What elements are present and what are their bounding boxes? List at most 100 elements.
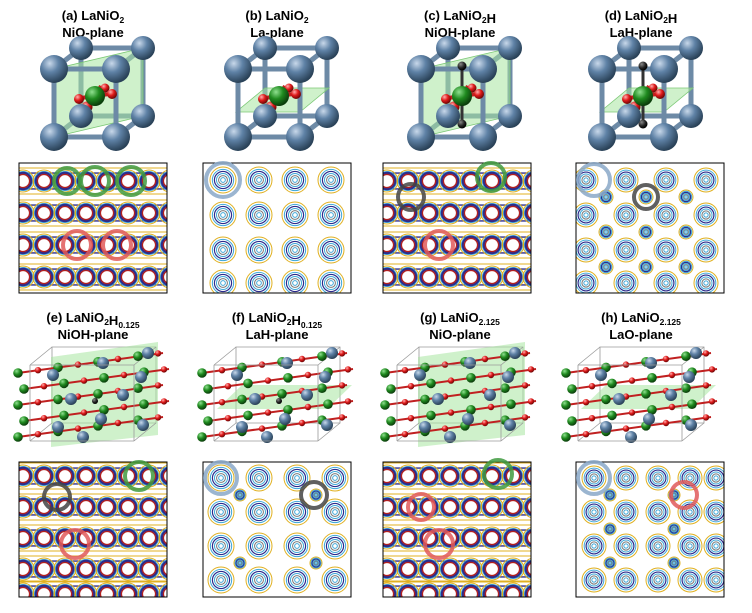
- oxygen-atom: [401, 367, 409, 374]
- structure-f: [197, 346, 354, 443]
- highlight-circle: [482, 458, 514, 490]
- lanthanum-atom: [236, 421, 248, 433]
- panel-title-f: (f) LaNiO2H0.125: [232, 310, 323, 330]
- lanthanum-atom: [679, 104, 703, 128]
- lanthanum-atom: [469, 123, 497, 151]
- oxygen-atom: [224, 383, 232, 390]
- nickel-atom: [13, 400, 23, 410]
- nickel-atom: [386, 416, 396, 426]
- oxygen-atom: [708, 366, 716, 373]
- nickel-atom: [681, 383, 691, 394]
- panel-subtitle-c: NiOH-plane: [425, 25, 496, 40]
- lanthanum-atom: [131, 104, 155, 128]
- lanthanum-atom: [436, 36, 460, 60]
- lanthanum-atom: [65, 393, 77, 405]
- oxygen-atom: [298, 419, 306, 427]
- highlight-circle: [576, 162, 612, 198]
- oxygen-atom: [447, 409, 455, 416]
- oxygen-atom: [344, 398, 352, 405]
- panel-subtitle-d: LaH-plane: [610, 25, 673, 40]
- oxygen-atom: [298, 355, 306, 363]
- lanthanum-atom: [95, 413, 107, 425]
- panel-subtitle-a: NiO-plane: [62, 25, 123, 40]
- highlight-circle: [79, 165, 111, 197]
- lanthanum-atom: [595, 369, 607, 381]
- lanthanum-atom: [464, 357, 476, 369]
- oxygen-atom: [407, 383, 415, 390]
- map-frame: [18, 162, 168, 294]
- nickel-atom: [506, 399, 516, 410]
- lanthanum-atom: [315, 104, 339, 128]
- lanthanum-atom: [231, 369, 243, 381]
- lanthanum-atom: [224, 123, 252, 151]
- lanthanum-atom: [617, 104, 641, 128]
- nickel-atom: [687, 399, 697, 410]
- structure-c: [407, 36, 522, 151]
- highlight-circle: [423, 528, 455, 560]
- lanthanum-atom: [137, 419, 149, 431]
- nickel-atom: [380, 432, 390, 442]
- lanthanum-atom: [77, 431, 89, 443]
- lanthanum-atom: [279, 413, 291, 425]
- oxygen-atom: [582, 431, 590, 438]
- map-frame: [202, 162, 352, 294]
- lanthanum-atom: [261, 431, 273, 443]
- nickel-atom: [93, 389, 103, 399]
- lanthanum-atom: [286, 55, 314, 83]
- nickel-atom: [269, 86, 289, 106]
- highlight-circle: [423, 229, 455, 261]
- highlight-circle: [101, 229, 133, 261]
- oxygen-atom: [521, 414, 529, 421]
- panel-subtitle-h: LaO-plane: [609, 327, 673, 342]
- contour-map-a: [18, 162, 168, 294]
- nickel-atom: [133, 351, 143, 362]
- nickel-atom: [426, 378, 436, 389]
- contour-map-h: [575, 460, 725, 598]
- nickel-atom: [203, 416, 213, 426]
- nickel-atom: [85, 86, 105, 106]
- lanthanum-atom: [588, 123, 616, 151]
- structure-b: [224, 36, 339, 151]
- oxygen-atom: [40, 415, 48, 422]
- oxygen-atom: [668, 403, 676, 411]
- oxygen-atom: [521, 382, 529, 389]
- oxygen-atom: [582, 399, 590, 406]
- contour-map-b: [202, 161, 352, 294]
- highlight-circle: [203, 460, 239, 496]
- oxygen-atom: [34, 399, 42, 406]
- oxygen-atom: [527, 366, 535, 373]
- panel-title-e: (e) LaNiO2H0.125: [46, 310, 139, 330]
- nickel-atom: [243, 410, 253, 421]
- oxygen-atom: [481, 419, 489, 427]
- nickel-atom: [380, 400, 390, 410]
- oxygen-atom: [702, 382, 710, 389]
- lanthanum-atom: [509, 347, 521, 359]
- oxygen-atom: [114, 355, 122, 363]
- lanthanum-atom: [683, 371, 695, 383]
- contour-map-c: [382, 161, 532, 294]
- oxygen-atom: [401, 431, 409, 438]
- oxygen-atom: [702, 414, 710, 421]
- highlight-circle: [123, 460, 155, 492]
- nickel-atom: [380, 368, 390, 378]
- map-frame: [382, 162, 532, 294]
- lanthanum-atom: [249, 393, 261, 405]
- oxygen-atom: [441, 94, 451, 104]
- lanthanum-atom: [253, 104, 277, 128]
- oxygen-atom: [154, 350, 162, 357]
- lanthanum-atom: [40, 55, 68, 83]
- oxygen-atom: [481, 355, 489, 363]
- nickel-atom: [237, 394, 247, 405]
- oxygen-atom: [655, 89, 665, 99]
- lanthanum-atom: [301, 389, 313, 401]
- map-frame: [202, 461, 352, 598]
- lanthanum-atom: [643, 413, 655, 425]
- oxygen-atom: [527, 398, 535, 405]
- map-frame: [575, 162, 725, 294]
- nickel-atom: [386, 384, 396, 394]
- oxygen-atom: [344, 366, 352, 373]
- lanthanum-atom: [47, 369, 59, 381]
- oxygen-atom: [521, 350, 529, 357]
- oxygen-atom: [107, 89, 117, 99]
- oxygen-atom: [304, 371, 312, 379]
